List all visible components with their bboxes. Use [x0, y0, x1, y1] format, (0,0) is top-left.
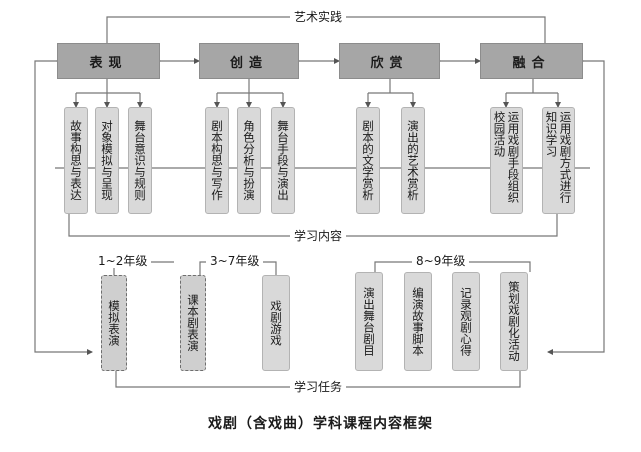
task-item: 模拟表演 [101, 275, 127, 371]
task-item: 演出舞台剧目 [355, 272, 383, 371]
header-xinshang: 欣赏 [339, 43, 440, 79]
header-ronghe: 融合 [480, 43, 583, 79]
art-practice-label: 艺术实践 [290, 10, 347, 24]
content-item: 角色分析与扮演 [237, 107, 261, 214]
header-biaoxian: 表现 [57, 43, 160, 79]
content-item: 剧本的文学赏析 [356, 107, 380, 214]
content-item: 舞台意识与规则 [128, 107, 152, 214]
grade-1-2-label: 1~2年级 [94, 254, 152, 268]
learning-tasks-label: 学习任务 [290, 380, 347, 394]
task-item: 戏剧游戏 [262, 275, 290, 371]
content-item: 演出的艺术赏析 [401, 107, 425, 214]
figure-caption: 戏剧（含戏曲）学科课程内容框架 [208, 416, 433, 432]
content-item: 运用戏剧方式进行知识学习 [542, 107, 575, 214]
task-item: 课本剧表演 [180, 275, 206, 371]
content-item: 舞台手段与演出 [271, 107, 295, 214]
task-item: 编演故事脚本 [404, 272, 432, 371]
grade-8-9-label: 8~9年级 [412, 254, 470, 268]
header-chuangzao: 创造 [199, 43, 299, 79]
task-item: 策划戏剧化活动 [500, 272, 528, 371]
content-item: 运用戏剧手段组织校园活动 [490, 107, 523, 214]
task-item: 记录观剧心得 [452, 272, 480, 371]
content-item: 剧本构思与写作 [205, 107, 229, 214]
content-item: 对象模拟与呈现 [95, 107, 119, 214]
learning-content-label: 学习内容 [290, 229, 347, 243]
grade-3-7-label: 3~7年级 [206, 254, 264, 268]
content-item: 故事构思与表达 [64, 107, 88, 214]
